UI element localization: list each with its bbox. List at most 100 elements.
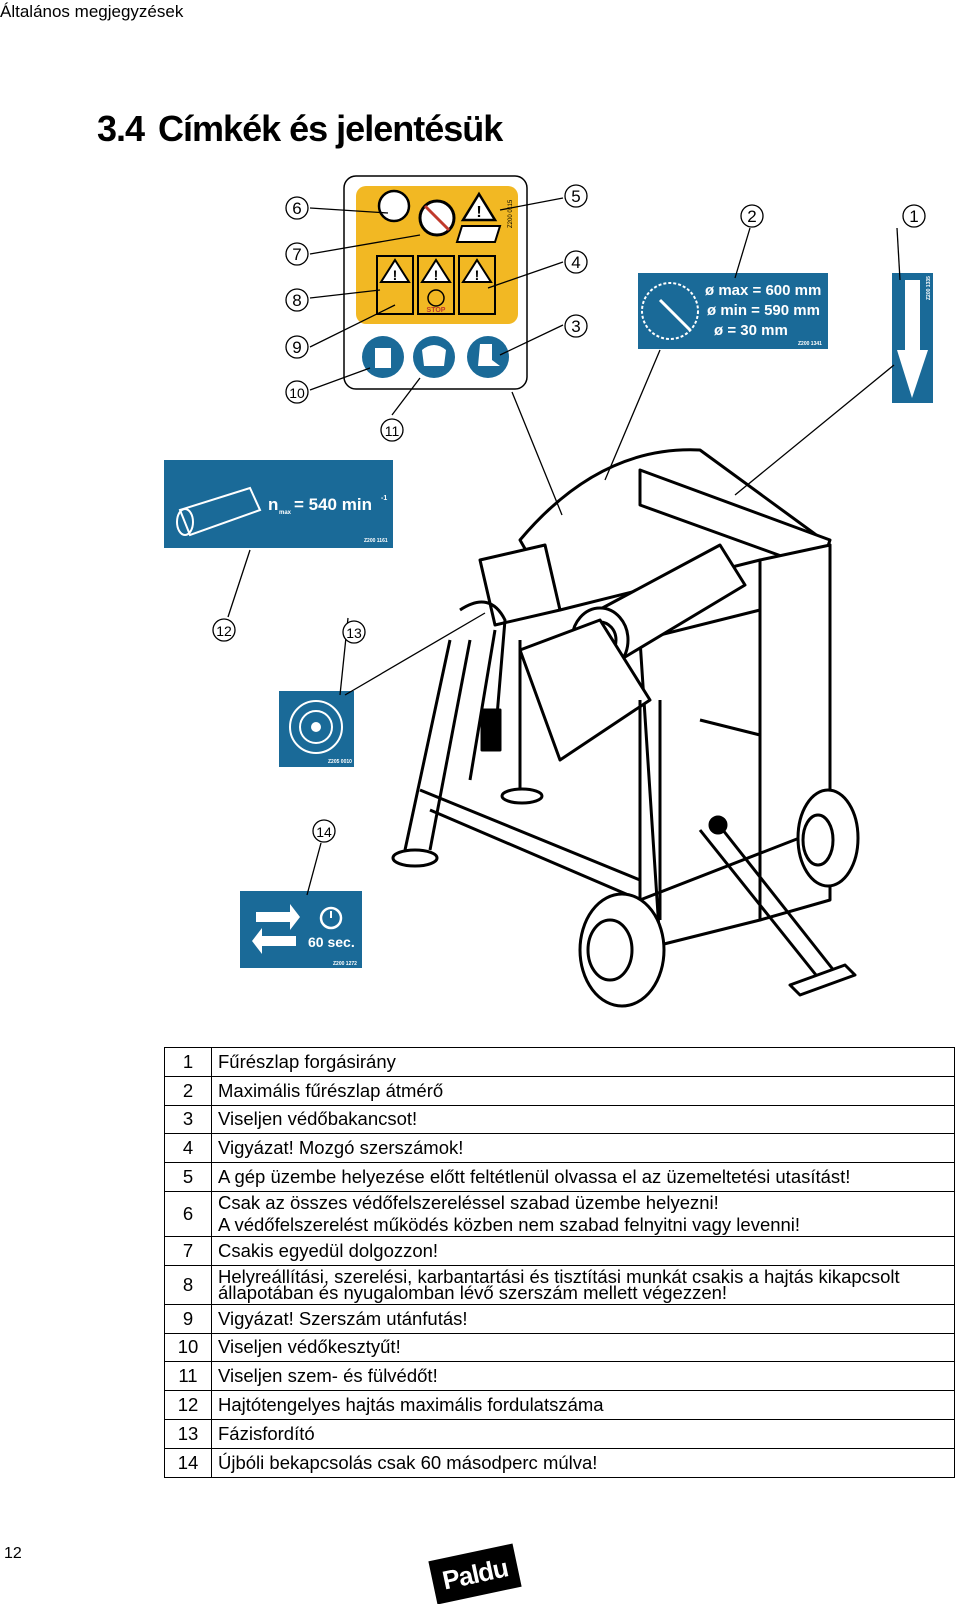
pto-symbol: n — [268, 495, 278, 514]
legend-number: 5 — [164, 1162, 212, 1192]
callout-circle — [285, 242, 309, 266]
legend-row: 3 Viseljen védőbakancsot! — [164, 1104, 955, 1135]
legend-description-line: Vigyázat! Mozgó szerszámok! — [218, 1137, 464, 1159]
diameter-max: ø max = 600 mm — [705, 282, 821, 299]
pto-superscript: -1 — [381, 495, 387, 502]
legend-number: 2 — [164, 1075, 212, 1106]
callout-number: 9 — [292, 338, 301, 357]
callout-number: 8 — [292, 291, 301, 310]
legend-description: Újbóli bekapcsolás csak 60 másodperc múl… — [211, 1447, 955, 1478]
legend-number: 11 — [164, 1361, 212, 1392]
phase-inverter-label: Z205 0010 — [279, 691, 354, 767]
paldu-logo: Paldu — [428, 1543, 522, 1604]
legend-description-line: A gép üzembe helyezése előtt feltétlenül… — [218, 1166, 851, 1188]
callout-number: 5 — [571, 187, 580, 206]
legend-description-line: Viseljen védőbakancsot! — [218, 1108, 418, 1130]
page-number: 12 — [4, 1545, 22, 1562]
callout-circle — [564, 184, 588, 208]
svg-text:!: ! — [393, 267, 398, 283]
legend-description-line: Csakis egyedül dolgozzon! — [218, 1239, 439, 1261]
callout-circle — [564, 314, 588, 338]
legend-number: 14 — [164, 1447, 212, 1478]
warning-label-sheet: ! ! ! ! STOP Z200 0115 — [343, 175, 528, 390]
legend-row: 7 Csakis egyedül dolgozzon! — [164, 1235, 955, 1266]
callout-number: 1 — [909, 207, 918, 226]
blade-diameter-label: ø max = 600 mm ø min = 590 mm ø = 30 mm … — [638, 273, 828, 349]
legend-description: Vigyázat! Mozgó szerszámok! — [211, 1133, 955, 1164]
legend-description: Helyreállítási, szerelési, karbantartási… — [211, 1264, 955, 1305]
section-heading: Címkék és jelentésük — [158, 108, 503, 149]
legend-number: 3 — [164, 1104, 212, 1135]
pto-speed-label: n max = 540 min -1 Z200 1161 — [164, 460, 393, 548]
rotation-direction-label: Z200 1335 — [892, 273, 933, 403]
phase-label-code: Z205 0010 — [328, 759, 352, 765]
callout-circle — [564, 250, 588, 274]
saw-machine-drawing — [391, 448, 860, 1008]
legend-number: 9 — [164, 1303, 212, 1334]
legend-description-line: Csak az összes védőfelszereléssel szabad… — [218, 1191, 719, 1213]
legend-number: 4 — [164, 1133, 212, 1164]
legend-description: Maximális fűrészlap átmérő — [211, 1075, 955, 1106]
callout-circle — [285, 196, 309, 220]
legend-description-line: Fázisfordító — [218, 1422, 315, 1444]
legend-description: Csakis egyedül dolgozzon! — [211, 1235, 955, 1266]
restart-label-code: Z200 1272 — [333, 961, 357, 967]
callout-circle — [212, 618, 236, 642]
callout-circle — [285, 335, 309, 359]
legend-description-line: állapotában és nyugalomban lévő szerszám… — [218, 1281, 728, 1303]
callout-number: 7 — [292, 245, 301, 264]
legend-number: 7 — [164, 1235, 212, 1266]
legend-row: 5 A gép üzembe helyezése előtt feltétlenü… — [164, 1162, 955, 1192]
legend-row: 8 Helyreállítási, szerelési, karbantartás… — [164, 1264, 955, 1305]
legend-row: 13 Fázisfordító — [164, 1418, 955, 1449]
stop-text: STOP — [427, 307, 446, 314]
legend-description: Viseljen védőbakancsot! — [211, 1104, 955, 1135]
legend-row: 12 Hajtótengelyes hajtás maximális fordul… — [164, 1390, 955, 1420]
legend-number: 13 — [164, 1418, 212, 1449]
callout-number: 2 — [747, 207, 756, 226]
legend-description: Hajtótengelyes hajtás maximális fordulat… — [211, 1390, 955, 1420]
legend-number: 10 — [164, 1332, 212, 1363]
legend-description-line: Viseljen védőkesztyűt! — [218, 1336, 401, 1358]
legend-description: Csak az összes védőfelszereléssel szabad… — [211, 1190, 955, 1237]
callout-number: 4 — [571, 253, 580, 272]
svg-text:!: ! — [476, 204, 481, 221]
legend-description: Viseljen védőkesztyűt! — [211, 1332, 955, 1363]
legend-description: A gép üzembe helyezése előtt feltétlenül… — [211, 1162, 955, 1192]
callout-circle — [312, 819, 336, 843]
legend-description-line: A védőfelszerelést működés közben nem sz… — [218, 1213, 801, 1235]
legend-number: 12 — [164, 1390, 212, 1420]
legend-number: 1 — [164, 1047, 212, 1077]
legend-row: 4 Vigyázat! Mozgó szerszámok! — [164, 1133, 955, 1164]
legend-description-line: Helyreállítási, szerelési, karbantartási… — [218, 1265, 900, 1287]
legend-description-line: Hajtótengelyes hajtás maximális fordulat… — [218, 1394, 604, 1416]
callout-circle — [285, 288, 309, 312]
restart-delay-value: 60 sec. — [308, 934, 355, 950]
callout-number: 6 — [292, 199, 301, 218]
callout-circle — [902, 204, 926, 228]
pto-label-code: Z200 1161 — [364, 538, 388, 544]
legend-number: 6 — [164, 1190, 212, 1237]
legend-row: 6 Csak az összes védőfelszereléssel szaba… — [164, 1190, 955, 1237]
legend-description-line: Maximális fűrészlap átmérő — [218, 1079, 444, 1101]
diameter-label-code: Z200 1341 — [798, 341, 822, 347]
callout-number: 10 — [289, 385, 305, 401]
legend-description: Vigyázat! Szerszám utánfutás! — [211, 1303, 955, 1334]
diameter-min: ø min = 590 mm — [707, 302, 820, 319]
legend-number: 8 — [164, 1264, 212, 1305]
callout-number: 13 — [346, 625, 362, 641]
restart-delay-label: 60 sec. Z200 1272 — [240, 891, 362, 968]
legend-row: 2 Maximális fűrészlap átmérő — [164, 1075, 955, 1106]
callout-circle — [380, 418, 404, 442]
legend-description: Fűrészlap forgásirány — [211, 1047, 955, 1077]
callout-circle — [285, 380, 309, 404]
callout-circle — [342, 620, 366, 644]
callout-number: 11 — [385, 423, 400, 439]
section-header: Általános megjegyzések — [0, 2, 184, 21]
section-number: 3.4 — [97, 108, 145, 149]
